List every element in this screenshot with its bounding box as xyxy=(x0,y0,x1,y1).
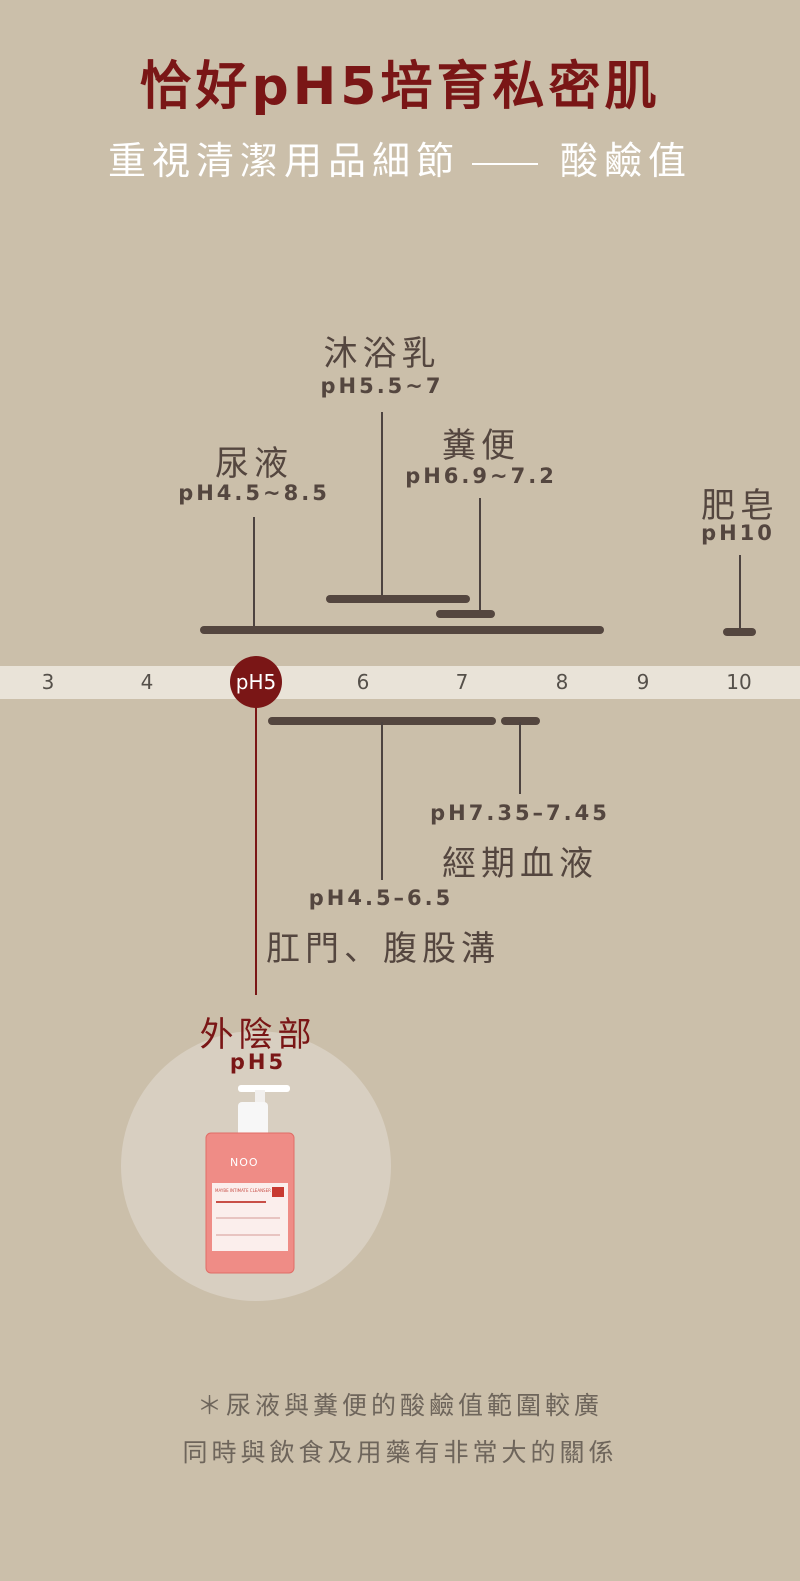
label-vulva: 外陰部 xyxy=(199,1015,317,1055)
ph-soap: pH10 xyxy=(701,521,775,545)
connector-soap xyxy=(739,555,741,630)
subtitle-dash xyxy=(472,162,538,165)
cleanser-bottle-icon xyxy=(205,1085,295,1274)
subtitle-right: 酸鹼值 xyxy=(560,139,693,183)
ph-scale-axis xyxy=(0,666,800,699)
range-bar-urine xyxy=(200,626,604,634)
label-feces: 糞便 xyxy=(442,426,520,466)
range-bar-anal xyxy=(268,717,496,725)
tick-8: 8 xyxy=(555,670,569,694)
product-brand: NOO xyxy=(230,1156,259,1169)
tick-6: 6 xyxy=(356,670,370,694)
tick-7: 7 xyxy=(455,670,469,694)
range-bar-menstrual xyxy=(501,717,540,725)
tick-3: 3 xyxy=(41,670,55,694)
ph5-marker: pH5 xyxy=(230,656,282,708)
note-line-2: 同時與飲食及用藥有非常大的關係 xyxy=(182,1438,618,1467)
connector-anal xyxy=(381,722,383,880)
label-urine: 尿液 xyxy=(215,444,293,484)
product-label: MAYBE INTIMATE CLEANSER xyxy=(215,1188,271,1193)
page-subtitle: 重視清潔用品細節 酸鹼值 xyxy=(0,130,800,185)
tick-9: 9 xyxy=(636,670,650,694)
connector-urine xyxy=(253,517,255,629)
tick-4: 4 xyxy=(140,670,154,694)
connector-feces xyxy=(479,498,481,612)
range-bar-soap xyxy=(723,628,756,636)
ph-anal: pH4.5–6.5 xyxy=(308,886,454,910)
range-bar-feces xyxy=(436,610,495,618)
note-line-1: ＊尿液與糞便的酸鹼值範圍較廣 xyxy=(196,1391,603,1420)
connector-menstrual xyxy=(519,722,521,794)
ph-feces: pH6.9~7.2 xyxy=(405,464,557,488)
range-bar-shower-gel xyxy=(326,595,470,603)
ph-vulva: pH5 xyxy=(229,1050,287,1074)
tick-10: 10 xyxy=(726,670,752,694)
product-bottle-image: NOO MAYBE INTIMATE CLEANSER xyxy=(200,1085,310,1285)
ph-shower-gel: pH5.5~7 xyxy=(320,374,444,398)
connector-vulva xyxy=(255,706,257,995)
ph-urine: pH4.5~8.5 xyxy=(178,481,330,505)
subtitle-left: 重視清潔用品細節 xyxy=(107,139,460,183)
label-menstrual: 經期血液 xyxy=(442,844,598,884)
label-anal-groin: 肛門、腹股溝 xyxy=(266,929,500,969)
label-soap: 肥皂 xyxy=(701,486,779,526)
label-shower-gel: 沐浴乳 xyxy=(323,334,441,374)
page-title: 恰好pH5培育私密肌 xyxy=(139,57,661,117)
ph-menstrual: pH7.35–7.45 xyxy=(430,801,610,825)
connector-shower-gel xyxy=(381,412,383,597)
